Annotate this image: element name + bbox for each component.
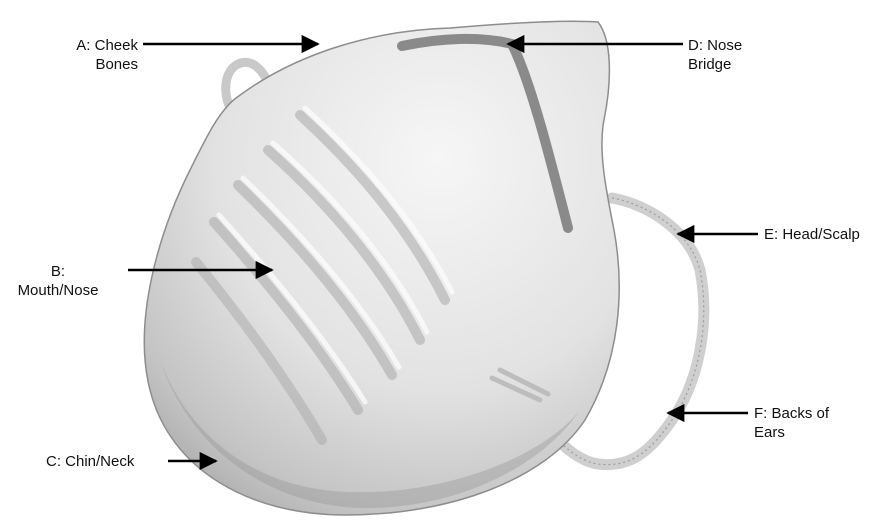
label-f-backs-of-ears: F: Backs of Ears [754, 404, 829, 442]
label-b-mouth-nose: B: Mouth/Nose [6, 262, 110, 300]
label-e-head-scalp: E: Head/Scalp [764, 225, 860, 244]
label-d-nose-bridge: D: Nose Bridge [688, 36, 742, 74]
label-a-cheek-bones: A: Cheek Bones [52, 36, 138, 74]
label-c-chin-neck: C: Chin/Neck [46, 452, 134, 471]
